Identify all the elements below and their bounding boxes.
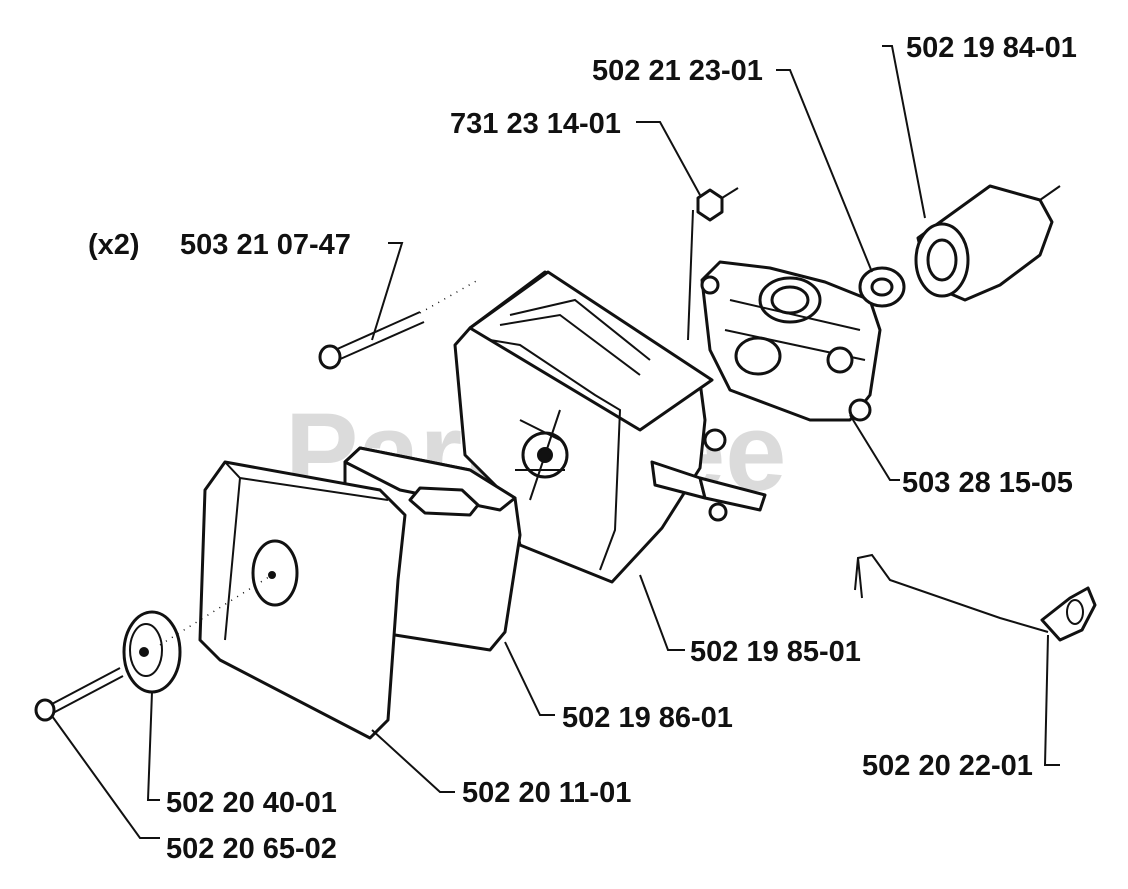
part-label-nut: 731 23 14-01	[450, 108, 621, 140]
part-label-cover: 502 20 11-01	[462, 777, 631, 809]
part-label-screw-front: 502 20 65-02	[166, 833, 337, 865]
choke-rod-drawing	[854, 553, 1097, 642]
long-screw-drawing	[318, 279, 479, 370]
part-label-intake: 502 19 84-01	[906, 32, 1077, 64]
part-label-rod: 502 20 22-01	[862, 750, 1033, 782]
front-screw-drawing	[34, 667, 124, 722]
part-label-knob: 502 20 40-01	[166, 787, 337, 819]
nut-drawing	[696, 187, 739, 222]
part-label-housing: 502 19 85-01	[690, 636, 861, 668]
part-label-long-screw: 503 21 07-47	[180, 229, 351, 261]
gasket-drawing	[858, 266, 906, 308]
leader-lines	[51, 45, 1060, 839]
part-label-filter: 502 19 86-01	[562, 702, 733, 734]
cover-drawing	[198, 460, 407, 740]
part-label-gasket: 502 21 23-01	[592, 55, 763, 87]
carburetor-drawing	[700, 260, 882, 422]
intake-drawing	[914, 184, 1061, 302]
part-label-carburetor: 503 28 15-05	[902, 467, 1073, 499]
part-label-long-screw-qty: (x2)	[88, 229, 140, 261]
housing-drawing	[453, 209, 767, 584]
